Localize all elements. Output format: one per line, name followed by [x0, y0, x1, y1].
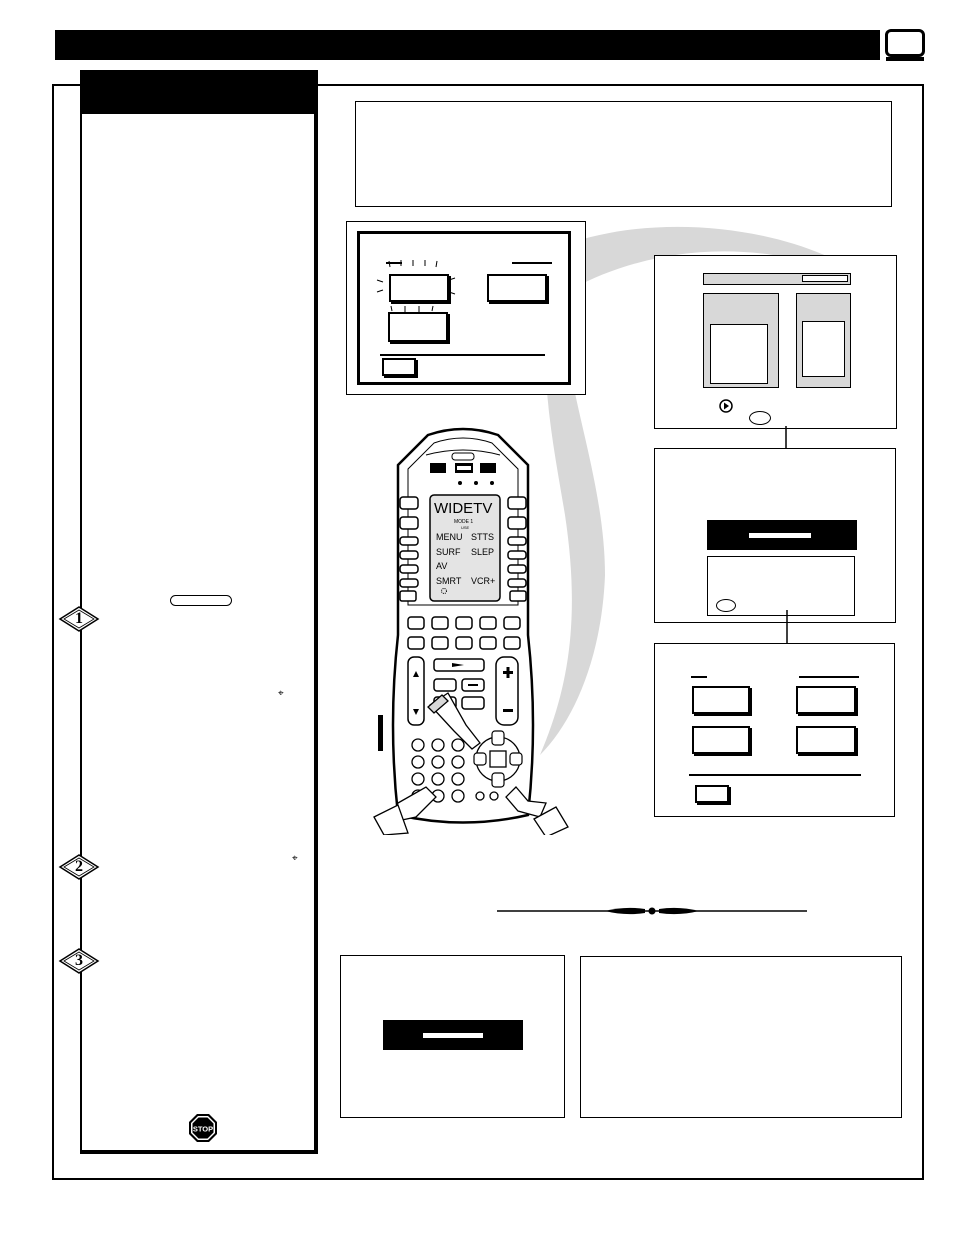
menu-option-3[interactable] — [388, 312, 448, 342]
button-label-pill — [170, 595, 232, 606]
menu-title-highlight — [802, 275, 848, 282]
lcd-sub: USE — [461, 525, 470, 530]
selected-item-bar — [707, 520, 857, 550]
menu-label-left — [386, 262, 402, 264]
ok-oval-button[interactable] — [749, 411, 771, 425]
menu-label-right — [512, 262, 552, 264]
intro-text-box — [355, 101, 892, 207]
button-bullet-2: ⌖ — [292, 853, 298, 864]
step-1-number: 1 — [75, 610, 83, 627]
page-frame — [52, 84, 924, 1180]
bottom-screen-box — [340, 955, 565, 1118]
lcd-item-menu: MENU — [436, 532, 463, 542]
bottom-selected-text — [423, 1033, 483, 1038]
right-submenu-box — [802, 321, 845, 377]
remote-control: WIDETV MODE 1 USE MENU STTS SURF SLEP AV… — [373, 427, 569, 835]
screen-picture-menu — [654, 255, 897, 429]
screen-option-menu-inner — [357, 231, 571, 385]
lcd-item-smrt: SMRT — [436, 576, 462, 586]
sidebar-heading-bar — [82, 70, 318, 114]
ornamental-divider — [497, 907, 807, 915]
result-option-3[interactable] — [692, 726, 750, 754]
menu-title-bar — [703, 273, 851, 285]
result-option-1[interactable] — [692, 686, 750, 714]
bottom-selected-bar — [383, 1020, 523, 1050]
step-1-marker: 1 — [58, 605, 100, 633]
left-submenu-box — [710, 324, 768, 384]
right-menu-column — [796, 293, 851, 388]
blink-rays-icon — [376, 260, 456, 312]
menu-option-1[interactable] — [389, 274, 449, 302]
lcd-item-av: AV — [436, 561, 447, 571]
result-option-2[interactable] — [796, 686, 856, 714]
step-2-marker: 2 — [58, 853, 100, 881]
result-option-4[interactable] — [796, 726, 856, 754]
screen-result-menu — [654, 643, 895, 817]
tip-text-box — [580, 956, 902, 1118]
screen-selection — [654, 448, 896, 623]
tv-icon-base — [886, 57, 924, 61]
lcd-item-slep: SLEP — [471, 547, 494, 557]
result-label-right — [799, 676, 859, 678]
step-2-number: 2 — [75, 858, 83, 875]
tv-icon — [885, 29, 925, 57]
step-3-number: 3 — [75, 952, 83, 969]
left-menu-column — [703, 293, 779, 388]
play-arrow-icon — [719, 399, 733, 413]
result-label-left — [691, 676, 707, 678]
lcd-title: WIDETV — [434, 500, 492, 517]
menu-exit-button[interactable] — [382, 358, 416, 376]
lcd-item-vcr: VCR+ — [471, 576, 495, 586]
result-divider — [689, 774, 861, 776]
instruction-sidebar — [80, 70, 318, 1154]
menu-divider — [380, 354, 545, 356]
screen-option-menu — [346, 221, 586, 395]
button-bullet-1: ⌖ — [278, 688, 284, 699]
lcd-item-stts: STTS — [471, 532, 494, 542]
selection-info-box — [707, 556, 855, 616]
stop-sign-icon: STOP — [188, 1113, 218, 1143]
lcd-mode: MODE 1 — [454, 519, 473, 525]
stop-sign-text: STOP — [193, 1125, 213, 1134]
menu-option-2[interactable] — [487, 274, 547, 302]
step-3-marker: 3 — [58, 947, 100, 975]
header-bar — [55, 30, 880, 60]
lcd-item-surf: SURF — [436, 547, 461, 557]
info-oval-button[interactable] — [716, 599, 736, 612]
selected-item-text — [749, 533, 811, 538]
result-exit-button[interactable] — [695, 785, 729, 803]
